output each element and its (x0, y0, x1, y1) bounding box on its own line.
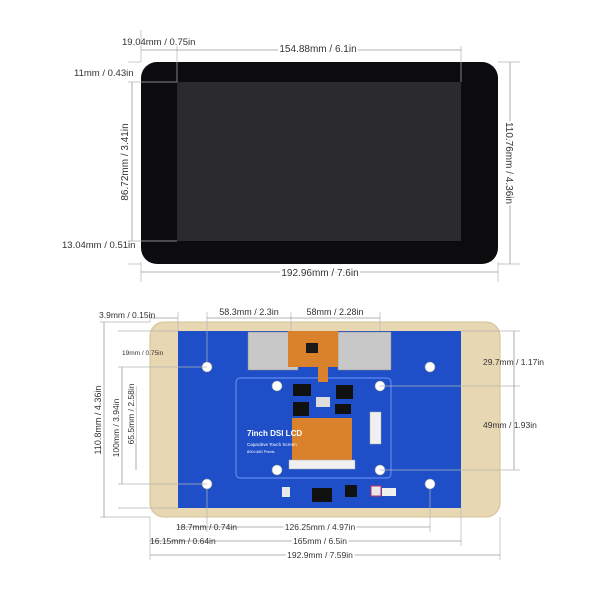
dim-hole-span-outer-label: 100mm / 3.94in (111, 398, 121, 457)
dim-bezel-left-label: 19.04mm / 0.75in (122, 37, 195, 48)
dim-hole-to-connector-label: 58.3mm / 2.3in (219, 307, 279, 317)
connector-right (369, 411, 382, 445)
dim-bezel-bottom-label: 13.04mm / 0.51in (62, 240, 135, 251)
dim-pcb-offset-left-label: 3.9mm / 0.15in (99, 310, 155, 320)
chip (345, 485, 357, 497)
dim-active-height-label: 86.72mm / 3.41in (120, 123, 131, 200)
chip (316, 397, 330, 407)
mounting-hole (424, 478, 436, 490)
dim-pcb-width-label: 165mm / 6.5in (293, 536, 347, 546)
board-subtitle: Capacitive Touch Screen (247, 442, 297, 447)
flex-cable-center (292, 418, 352, 461)
chip (282, 487, 290, 497)
dim-right-top-gap-label: 29.7mm / 1.17in (483, 357, 544, 367)
flex-ic (306, 343, 318, 353)
chip (336, 385, 353, 399)
mounting-hole (271, 464, 283, 476)
connector-bottom (288, 459, 356, 470)
dim-bezel-top-label: 11mm / 0.43in (74, 68, 134, 79)
dim-hole-offset-left-label: 18.7mm / 0.74in (176, 522, 237, 532)
dim-frame-left-label: 16.15mm / 0.64in (150, 536, 216, 546)
board-resolution: 800×480 Pixels (247, 449, 274, 454)
dim-hole-span-inner-label: 65.5mm / 2.58in (126, 383, 136, 444)
dim-overall-width-label: 192.9mm / 7.59in (287, 550, 353, 560)
pin-header (370, 485, 382, 497)
mounting-hole (424, 361, 436, 373)
dim-inner-hole-span-label: 126.25mm / 4.97in (285, 522, 356, 532)
flex-tail (318, 360, 328, 382)
dim-overall-width-label: 192.96mm / 7.6in (281, 268, 358, 279)
dim-connector-width-label: 58mm / 2.28in (306, 307, 363, 317)
display-active-area (177, 82, 461, 241)
bottom-view: 7inch DSI LCD Capacitive Touch Screen 80… (91, 307, 544, 562)
dim-hole-offset-top-label: 19mm / 0.75in (122, 350, 164, 357)
pin-header (382, 488, 396, 496)
chip (293, 384, 311, 396)
dim-overall-height-label: 110.76mm / 4.36in (503, 122, 514, 204)
board-title: 7inch DSI LCD (247, 429, 302, 438)
chip (293, 402, 309, 416)
dim-overall-height-label: 110.8mm / 4.36in (93, 386, 103, 455)
mounting-hole (271, 380, 283, 392)
chip (335, 404, 351, 414)
metal-bracket-right (337, 331, 392, 371)
pcb-inner-outline (235, 377, 392, 479)
dim-active-width-label: 154.88mm / 6.1in (279, 44, 356, 55)
dim-right-hole-span-label: 49mm / 1.93in (483, 420, 537, 430)
top-view: 19.04mm / 0.75in 154.88mm / 6.1in 11mm /… (62, 30, 520, 282)
chip (312, 488, 332, 502)
